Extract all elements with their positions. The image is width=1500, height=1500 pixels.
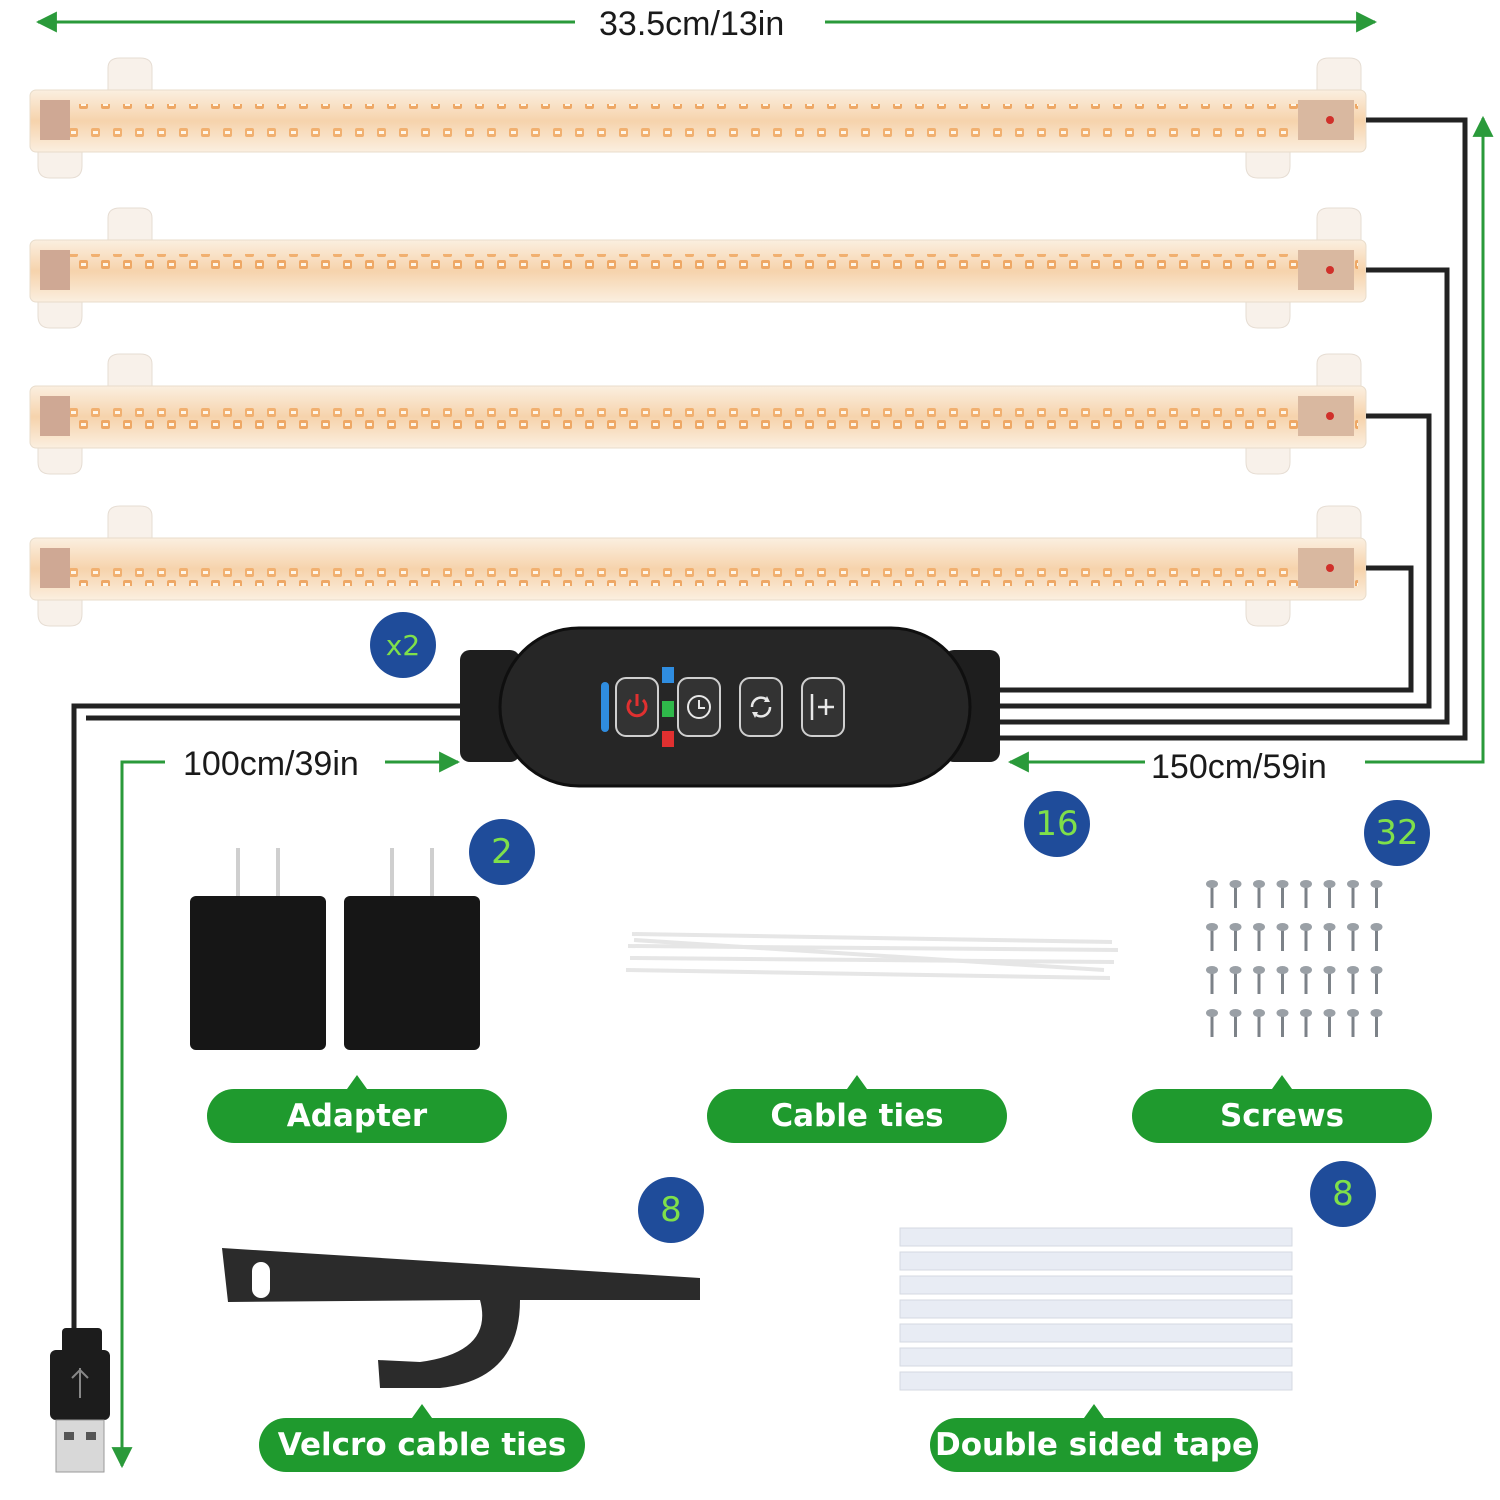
screw-head (1370, 966, 1383, 974)
screw-head (1206, 880, 1218, 888)
led-bar (29, 207, 1367, 329)
screw-head (1300, 966, 1312, 974)
screw-head (1206, 1009, 1218, 1017)
screw-head (1370, 923, 1383, 931)
screw-head (1253, 923, 1265, 931)
cable-ties-label: Cable ties (707, 1075, 1007, 1143)
controller (460, 626, 1000, 788)
screw-head (1300, 880, 1312, 888)
tape-image (899, 1227, 1293, 1391)
screw-head (1206, 966, 1218, 974)
controller-quantity-badge: x2 (370, 612, 436, 678)
tape-count-badge: 8 (1310, 1161, 1376, 1227)
dimmer-button[interactable] (801, 677, 845, 737)
power-button[interactable] (615, 677, 659, 737)
velcro-image (222, 1248, 700, 1388)
screw-head (1347, 966, 1359, 974)
led-bar (29, 353, 1367, 475)
screw-head (1323, 880, 1336, 888)
screw-head (1323, 1009, 1336, 1017)
screw-head (1323, 966, 1336, 974)
bar-length-label: 33.5cm/13in (593, 4, 791, 44)
screw-head (1229, 966, 1242, 974)
tape-label: Double sided tape (930, 1404, 1258, 1472)
cycle-button[interactable] (739, 677, 783, 737)
screw-head (1370, 880, 1383, 888)
led-bar (29, 57, 1367, 179)
timer-indicator-lights (662, 667, 674, 747)
adapter-image (190, 848, 480, 1050)
screw-head (1276, 966, 1289, 974)
usb-cable (71, 703, 462, 1332)
output-cable-length-label: 150cm/59in (1145, 747, 1333, 787)
screw-head (1253, 1009, 1265, 1017)
screw-head (1206, 923, 1218, 931)
led-bars (29, 57, 1367, 627)
output-cables (1000, 117, 1468, 741)
screw-head (1229, 880, 1242, 888)
cable-ties-image (625, 932, 1119, 980)
screw-head (1323, 923, 1336, 931)
screw-head (1229, 1009, 1242, 1017)
output-cable-dimension (1007, 115, 1494, 773)
screws-count-badge: 32 (1364, 800, 1430, 866)
screw-head (1347, 923, 1359, 931)
velcro-count-badge: 8 (638, 1177, 704, 1243)
usb-plug (50, 1328, 110, 1473)
velcro-label: Velcro cable ties (259, 1404, 585, 1472)
adapter-count-badge: 2 (469, 819, 535, 885)
led-bar (29, 505, 1367, 627)
screw-head (1276, 880, 1289, 888)
screws-image (1206, 880, 1383, 1037)
screw-head (1300, 1009, 1312, 1017)
screws-label: Screws (1132, 1075, 1432, 1143)
screw-head (1370, 1009, 1383, 1017)
cable-ties-count-badge: 16 (1024, 791, 1090, 857)
screw-head (1347, 880, 1359, 888)
timer-button[interactable] (677, 677, 721, 737)
screw-head (1347, 1009, 1359, 1017)
input-cable-length-label: 100cm/39in (177, 744, 365, 784)
screw-head (1253, 880, 1265, 888)
screw-head (1276, 1009, 1289, 1017)
input-cable-dimension (111, 751, 461, 1469)
adapter-label: Adapter (207, 1075, 507, 1143)
screw-head (1276, 923, 1289, 931)
screw-head (1229, 923, 1242, 931)
screw-head (1253, 966, 1265, 974)
screw-head (1300, 923, 1312, 931)
